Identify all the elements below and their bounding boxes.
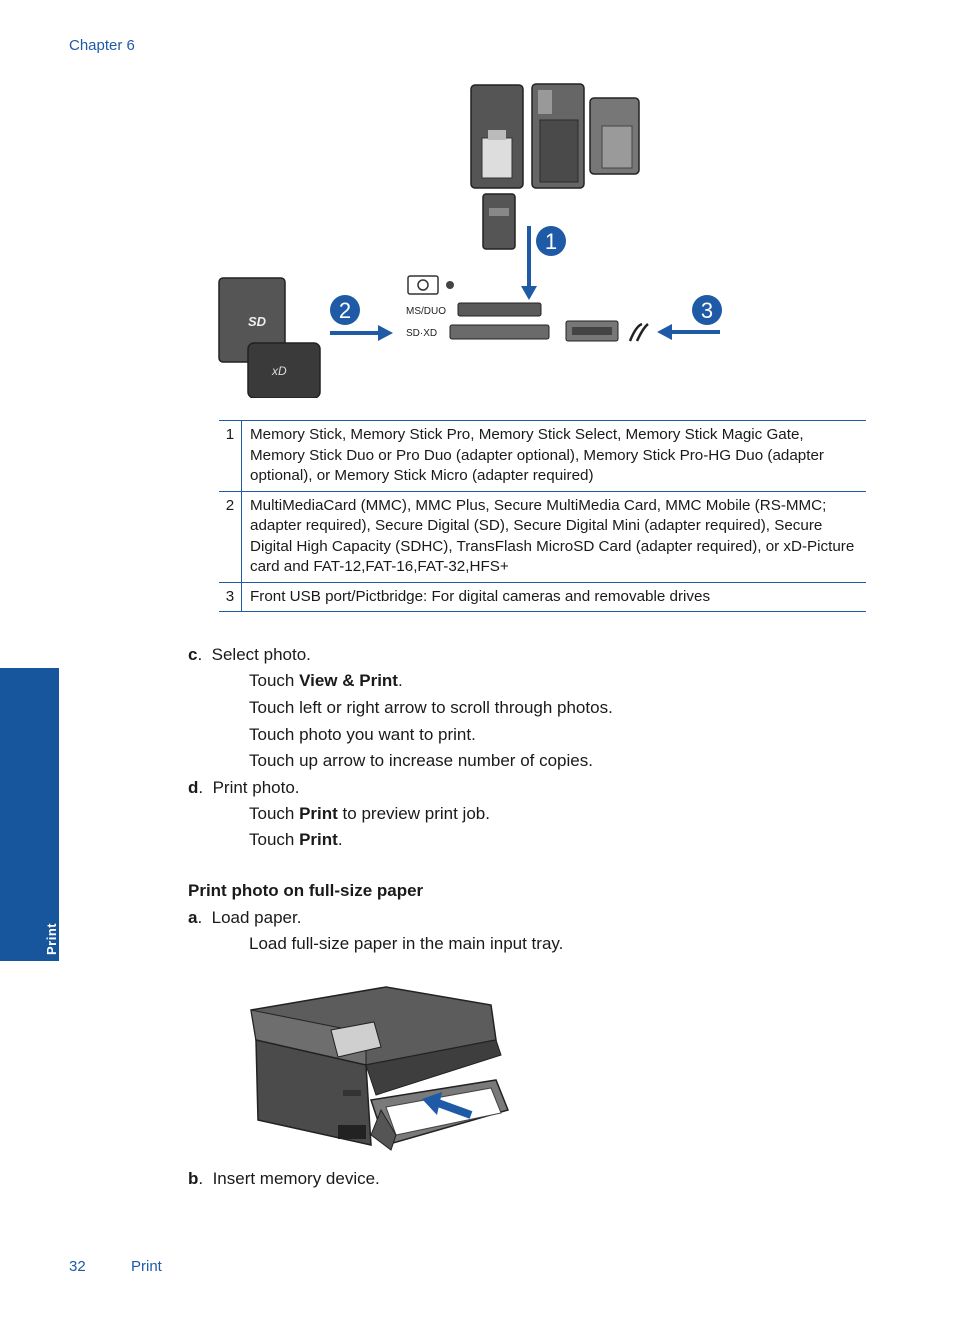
memory-stick-adapter-icon xyxy=(470,84,524,189)
section-heading: Print photo on full-size paper xyxy=(188,881,424,900)
memory-card-table: 1 Memory Stick, Memory Stick Pro, Memory… xyxy=(219,420,866,612)
row-number: 3 xyxy=(219,582,242,612)
memory-stick-duo-icon xyxy=(589,97,640,175)
memory-stick-pro-icon xyxy=(531,83,585,189)
row-text: Front USB port/Pictbridge: For digital c… xyxy=(250,587,711,605)
footer-section-title: Print xyxy=(131,1258,162,1275)
svg-text:xD: xD xyxy=(271,364,287,378)
step-d: d. Print photo. xyxy=(188,778,300,797)
step-a-line-1: Load full-size paper in the main input t… xyxy=(249,934,564,953)
xd-card-icon: xD xyxy=(247,342,321,398)
side-tab-label: Print xyxy=(44,922,59,955)
printer-icon xyxy=(250,986,510,1151)
row-number: 1 xyxy=(219,420,242,491)
page-number: 32 xyxy=(69,1258,86,1275)
step-c: c. Select photo. xyxy=(188,645,311,664)
sd-xd-slot xyxy=(449,324,550,340)
side-tab xyxy=(0,668,59,961)
slot-label-sd-xd: SD·XD xyxy=(406,328,437,339)
pictbridge-icon xyxy=(628,322,649,342)
step-c-line-2: Touch left or right arrow to scroll thro… xyxy=(249,698,613,717)
step-b: b. Insert memory device. xyxy=(188,1169,380,1188)
insert-arrow-icon xyxy=(422,1092,442,1115)
ms-duo-slot xyxy=(457,302,542,317)
memory-card-slots-illustration: 1 SD xD 2 MS/DUO SD·XD 3 xyxy=(218,83,722,398)
step-a: a. Load paper. xyxy=(188,908,302,927)
svg-text:3: 3 xyxy=(701,298,713,323)
step-d-line-1: Touch Print to preview print job. xyxy=(249,804,490,823)
svg-text:SD: SD xyxy=(248,314,267,329)
table-row: 1 Memory Stick, Memory Stick Pro, Memory… xyxy=(219,420,866,491)
svg-text:2: 2 xyxy=(339,298,351,323)
table-row: 3 Front USB port/Pictbridge: For digital… xyxy=(219,582,866,612)
sd-card-icon: SD xyxy=(218,277,286,363)
row-text: Memory Stick, Memory Stick Pro, Memory S… xyxy=(250,426,824,484)
camera-icon xyxy=(407,275,454,295)
step-d-line-2: Touch Print. xyxy=(249,830,343,849)
table-row: 2 MultiMediaCard (MMC), MMC Plus, Secure… xyxy=(219,491,866,582)
memory-stick-micro-icon xyxy=(482,193,516,250)
step-c-line-4: Touch up arrow to increase number of cop… xyxy=(249,751,593,770)
row-number: 2 xyxy=(219,491,242,582)
chapter-header: Chapter 6 xyxy=(69,37,135,54)
step-c-line-3: Touch photo you want to print. xyxy=(249,725,476,744)
svg-text:1: 1 xyxy=(545,229,557,254)
printer-paper-tray-illustration xyxy=(250,986,510,1151)
step-c-line-1: Touch View & Print. xyxy=(249,671,403,690)
row-text: MultiMediaCard (MMC), MMC Plus, Secure M… xyxy=(250,496,855,576)
slot-label-ms-duo: MS/DUO xyxy=(406,306,446,317)
